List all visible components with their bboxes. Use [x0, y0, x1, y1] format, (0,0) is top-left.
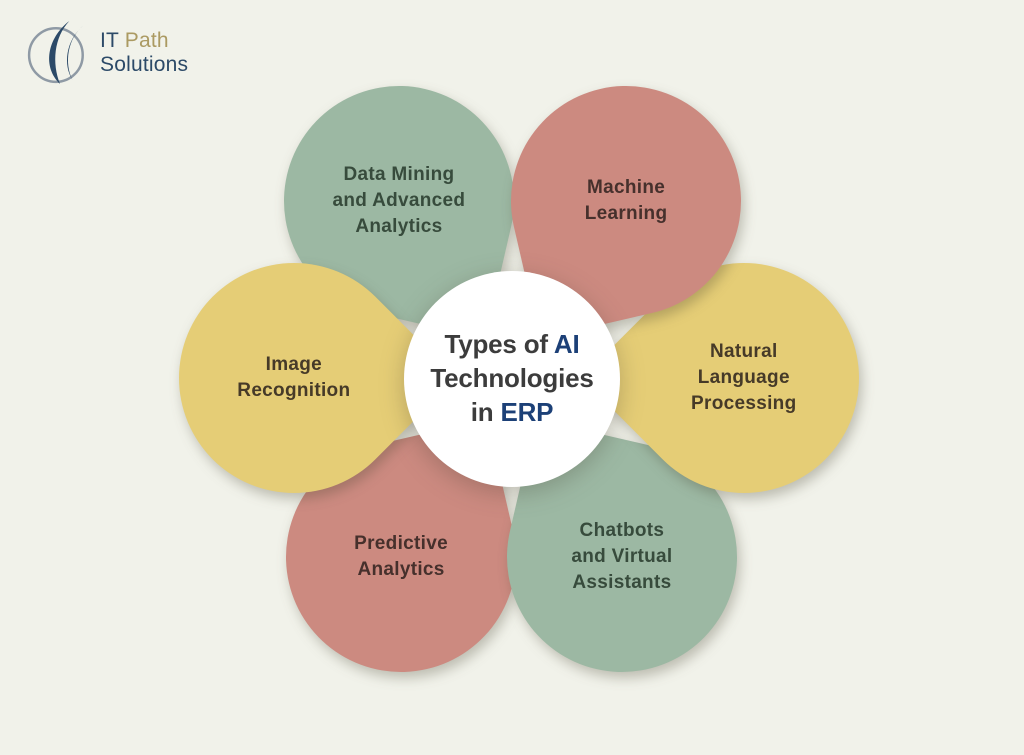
center-circle: Types of AI Technologies in ERP	[404, 271, 620, 487]
center-title-line-1: Types of AI	[444, 328, 579, 362]
logo-word-path: Path	[124, 29, 169, 53]
center-title-erp: ERP	[500, 396, 554, 427]
petal-label-data-mining: Data Mining and Advanced Analytics	[332, 163, 466, 238]
center-title-in: in	[470, 396, 494, 427]
petal-image-recognition: Image Recognition	[131, 215, 457, 541]
logo-wordmark: IT Path Solutions	[100, 29, 188, 76]
petal-label-predictive-analytics: Predictive Analytics	[354, 532, 448, 580]
logo-word-it: IT	[100, 29, 119, 53]
petal-label-natural-language-processing: Natural Language Processing	[691, 340, 797, 415]
center-title-line-3: in ERP	[471, 396, 554, 430]
petal-label-machine-learning: Machine Learning	[584, 176, 668, 224]
center-title-ai: AI	[553, 329, 580, 360]
petal-label-chatbots: Chatbots and Virtual Assistants	[571, 519, 673, 594]
petal-label-image-recognition: Image Recognition	[237, 353, 351, 401]
logo-word-solutions: Solutions	[100, 53, 189, 76]
center-title-line-2: Technologies	[430, 363, 594, 394]
it-path-solutions-logo: IT Path Solutions	[26, 20, 188, 86]
center-title-prefix: Types of	[444, 329, 548, 360]
it-path-solutions-logo-icon	[27, 21, 84, 84]
